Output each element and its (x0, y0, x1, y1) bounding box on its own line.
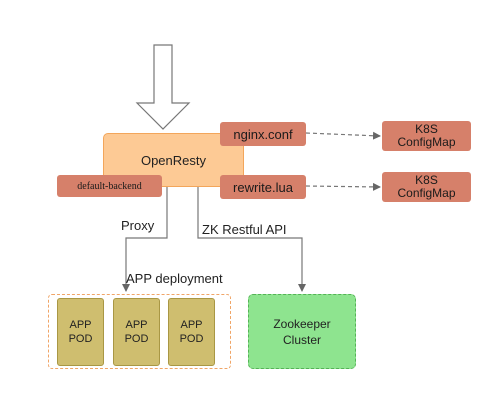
edge-rewrite-to-configmap (305, 182, 381, 191)
zk-api-edge-label: ZK Restful API (202, 222, 287, 237)
app-deployment-label: APP deployment (126, 271, 223, 286)
openresty-label: OpenResty (140, 152, 207, 168)
incoming-request-arrow (135, 44, 191, 130)
edge-proxy (122, 187, 168, 292)
zookeeper-line-1: Zookeeper (273, 316, 331, 331)
pod-2-line-2: POD (124, 333, 149, 345)
zookeeper-line-2: Cluster (282, 332, 321, 347)
configmap-2-line-2: ConfigMap (397, 186, 456, 200)
nginx-conf-label: nginx.conf (233, 126, 293, 142)
nginx-conf-node: nginx.conf (220, 122, 306, 146)
pod-2-line-1: APP (125, 319, 148, 331)
proxy-edge-label: Proxy (121, 218, 155, 233)
configmap-1-line-2: ConfigMap (397, 135, 456, 149)
rewrite-lua-label: rewrite.lua (233, 179, 293, 195)
app-pod-3: APP POD (168, 298, 215, 366)
edge-nginx-to-configmap (305, 131, 381, 140)
configmap-2-line-1: K8S (415, 173, 438, 187)
default-backend-node: default-backend (57, 175, 162, 197)
k8s-configmap-node-1: K8S ConfigMap (382, 121, 471, 151)
app-pod-1: APP POD (57, 298, 104, 366)
pod-1-line-1: APP (69, 319, 92, 331)
pod-3-line-1: APP (180, 319, 203, 331)
app-pod-2: APP POD (113, 298, 160, 366)
pod-3-line-2: POD (179, 333, 204, 345)
configmap-1-line-1: K8S (415, 122, 438, 136)
default-backend-label: default-backend (77, 180, 142, 192)
edge-zk-api (197, 187, 306, 292)
pod-1-line-2: POD (68, 333, 93, 345)
zookeeper-cluster-node: Zookeeper Cluster (248, 294, 356, 369)
k8s-configmap-node-2: K8S ConfigMap (382, 172, 471, 202)
rewrite-lua-node: rewrite.lua (220, 175, 306, 199)
app-deployment-group (48, 294, 231, 369)
